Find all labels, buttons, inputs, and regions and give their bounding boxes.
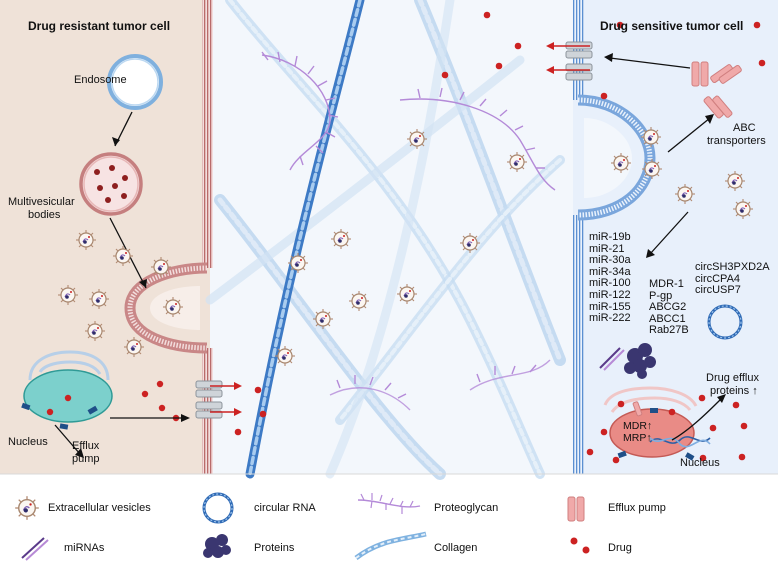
right-nucleus xyxy=(603,386,711,461)
mirna-item: miR-21 xyxy=(589,242,625,255)
mirna-item: miR-30a xyxy=(589,254,631,267)
legend-ev-label: Extracellular vesicles xyxy=(48,502,151,514)
right-membrane xyxy=(573,0,584,100)
legend-drug-label: Drug xyxy=(608,542,632,554)
nucleus-left-label: Nucleus xyxy=(8,436,48,448)
mirna-item: miR-122 xyxy=(589,288,631,301)
mirna-item: miR-100 xyxy=(589,277,631,290)
drug-efflux-label-2: proteins ↑ xyxy=(710,385,758,397)
mdr-label: MDR↑ xyxy=(623,420,653,432)
endosome-label: Endosome xyxy=(74,74,127,86)
legend-proteoglycan-label: Proteoglycan xyxy=(434,502,499,514)
drugs xyxy=(234,11,766,464)
mirna-item: miR-222 xyxy=(589,312,631,325)
efflux-pump-label-2: pump xyxy=(72,453,100,465)
protein-list: MDR-1 P-gp ABCG2 ABCC1 Rab27B xyxy=(649,278,689,337)
legend-efflux-pump-icon xyxy=(567,496,576,522)
multivesicular-body xyxy=(79,152,143,216)
circrna-item: circUSP7 xyxy=(695,284,741,297)
protein-item: MDR-1 xyxy=(649,278,684,290)
mirna-item: miR-155 xyxy=(589,300,631,313)
circrna-item: circCPA4 xyxy=(695,272,741,285)
right-cell-background xyxy=(573,0,778,474)
circrna-item: circSH3PXD2A xyxy=(695,261,770,273)
mirna-item: miR-34a xyxy=(589,265,631,278)
mirna-item: miR-19b xyxy=(589,231,631,243)
mirna xyxy=(599,347,625,371)
protein-item: ABCC1 xyxy=(649,312,686,325)
legend-collagen-label: Collagen xyxy=(434,542,478,554)
protein xyxy=(624,343,656,379)
mrp-label: MRP↑ xyxy=(623,432,652,444)
drug-efflux-label-1: Drug efflux xyxy=(706,372,759,384)
proteoglycans xyxy=(261,51,556,411)
legend-proteins-label: Proteins xyxy=(254,542,295,554)
legend-mirna-label: miRNAs xyxy=(64,542,105,554)
protein-item: Rab27B xyxy=(649,324,689,337)
legend-icons xyxy=(14,492,590,561)
abc-label-2: transporters xyxy=(707,135,766,147)
circrna-list: circSH3PXD2A circCPA4 circUSP7 xyxy=(695,261,770,297)
abc-label-1: ABC xyxy=(733,122,756,134)
collagen-fibers xyxy=(205,0,566,480)
left-membrane xyxy=(202,0,213,268)
legend-circular-rna-label: circular RNA xyxy=(254,502,316,514)
legend-efflux-pump-label: Efflux pump xyxy=(608,502,666,514)
legend-mirna-icon xyxy=(21,537,45,559)
protein-item: P-gp xyxy=(649,289,673,302)
protein-item: ABCG2 xyxy=(649,301,687,314)
mirna-list: miR-19b miR-21 miR-30a miR-34a miR-100 m… xyxy=(589,231,631,325)
legend-drug-icon xyxy=(570,537,578,545)
nucleus-right-label: Nucleus xyxy=(680,457,720,469)
multivesicular-label-2: bodies xyxy=(28,209,61,221)
right-cell-title: Drug sensitive tumor cell xyxy=(600,19,744,33)
efflux-pump-label-1: Efflux xyxy=(72,440,100,452)
legend-protein-icon xyxy=(203,534,231,558)
legend-proteoglycan-icon xyxy=(357,499,421,508)
left-cell-title: Drug resistant tumor cell xyxy=(28,19,171,33)
multivesicular-label-1: Multivesicular xyxy=(8,196,75,208)
abc-transporters xyxy=(632,61,742,417)
